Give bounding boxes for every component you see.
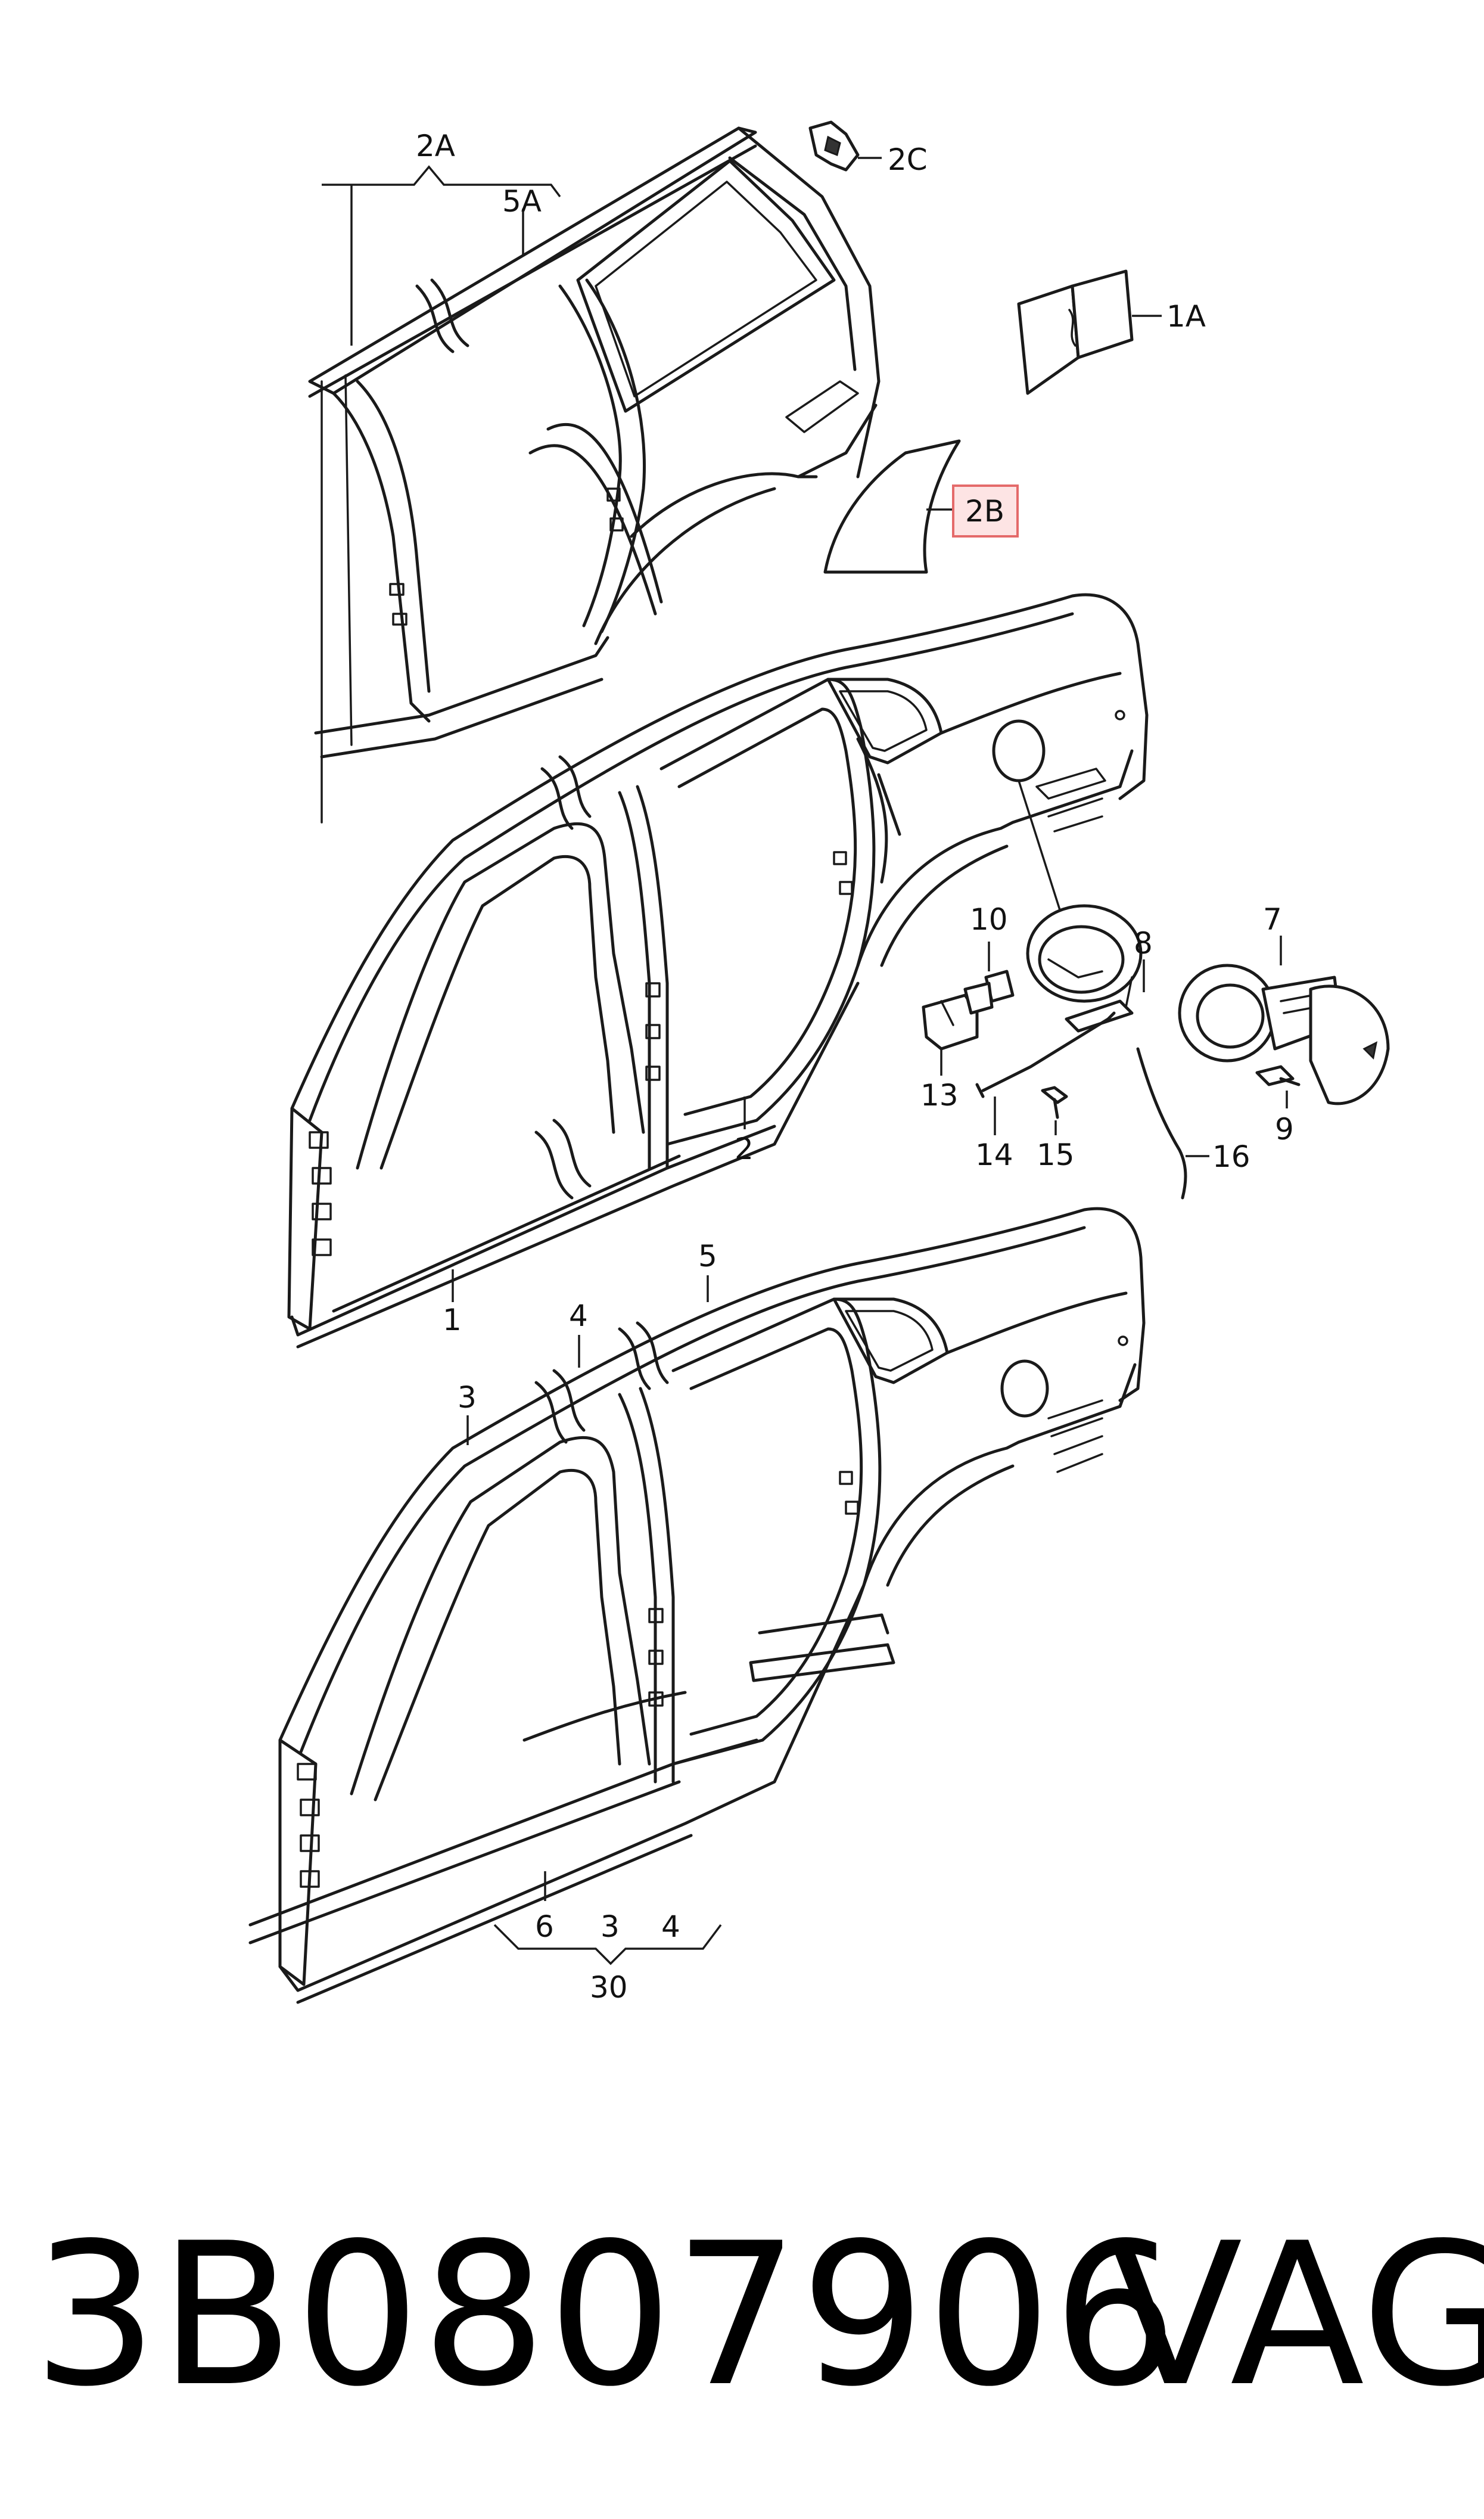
sedan-panel-callouts: 2 1: [443, 1097, 754, 1337]
callout-1A: 1A: [1166, 299, 1206, 334]
callout-2B: 2B: [965, 494, 1004, 529]
label-sticker-part: 1A: [1017, 269, 1206, 395]
brand-label: VAG: [1108, 2201, 1484, 2430]
callout-6: 6: [535, 1909, 554, 1944]
callout-15: 15: [1037, 1138, 1075, 1172]
callout-10: 10: [970, 902, 1008, 937]
fuel-filler-components: 10 13 8 14 15 16: [920, 902, 1390, 1200]
callout-5: 5: [698, 1239, 717, 1274]
callout-9: 9: [1275, 1112, 1294, 1147]
sedan-side-panel-lower: [248, 1207, 1146, 2004]
arch-liner-part: 2B: [823, 439, 1019, 574]
callout-3: 3: [458, 1380, 477, 1415]
callout-2C: 2C: [888, 142, 928, 177]
callout-2: 2: [735, 1132, 754, 1166]
lower-panel-callouts: 5 4 3 6 3 4 30: [458, 1239, 722, 2005]
part-number-label: 3B0807906: [33, 2201, 1180, 2430]
fuel-door-leader: [1018, 780, 1062, 912]
callout-2A-bracket: 2A 5A: [322, 129, 561, 346]
callout-16: 16: [1212, 1139, 1250, 1174]
callout-8: 8: [1134, 926, 1153, 961]
callout-7: 7: [1263, 902, 1282, 937]
callout-1: 1: [443, 1303, 462, 1337]
callout-4: 4: [569, 1299, 588, 1333]
callout-3-group: 3: [601, 1909, 620, 1944]
sedan-side-panel: [287, 593, 1149, 1349]
callout-14: 14: [975, 1138, 1013, 1172]
estate-side-panel: [308, 126, 881, 824]
callout-30: 30: [590, 1970, 628, 2005]
callout-2B-highlight: [952, 484, 1019, 538]
clip-part: 2C: [808, 120, 928, 177]
callout-4-group: 4: [661, 1909, 680, 1944]
callout-5A: 5A: [502, 184, 542, 219]
callout-13: 13: [920, 1078, 959, 1113]
callout-2A: 2A: [416, 129, 455, 163]
